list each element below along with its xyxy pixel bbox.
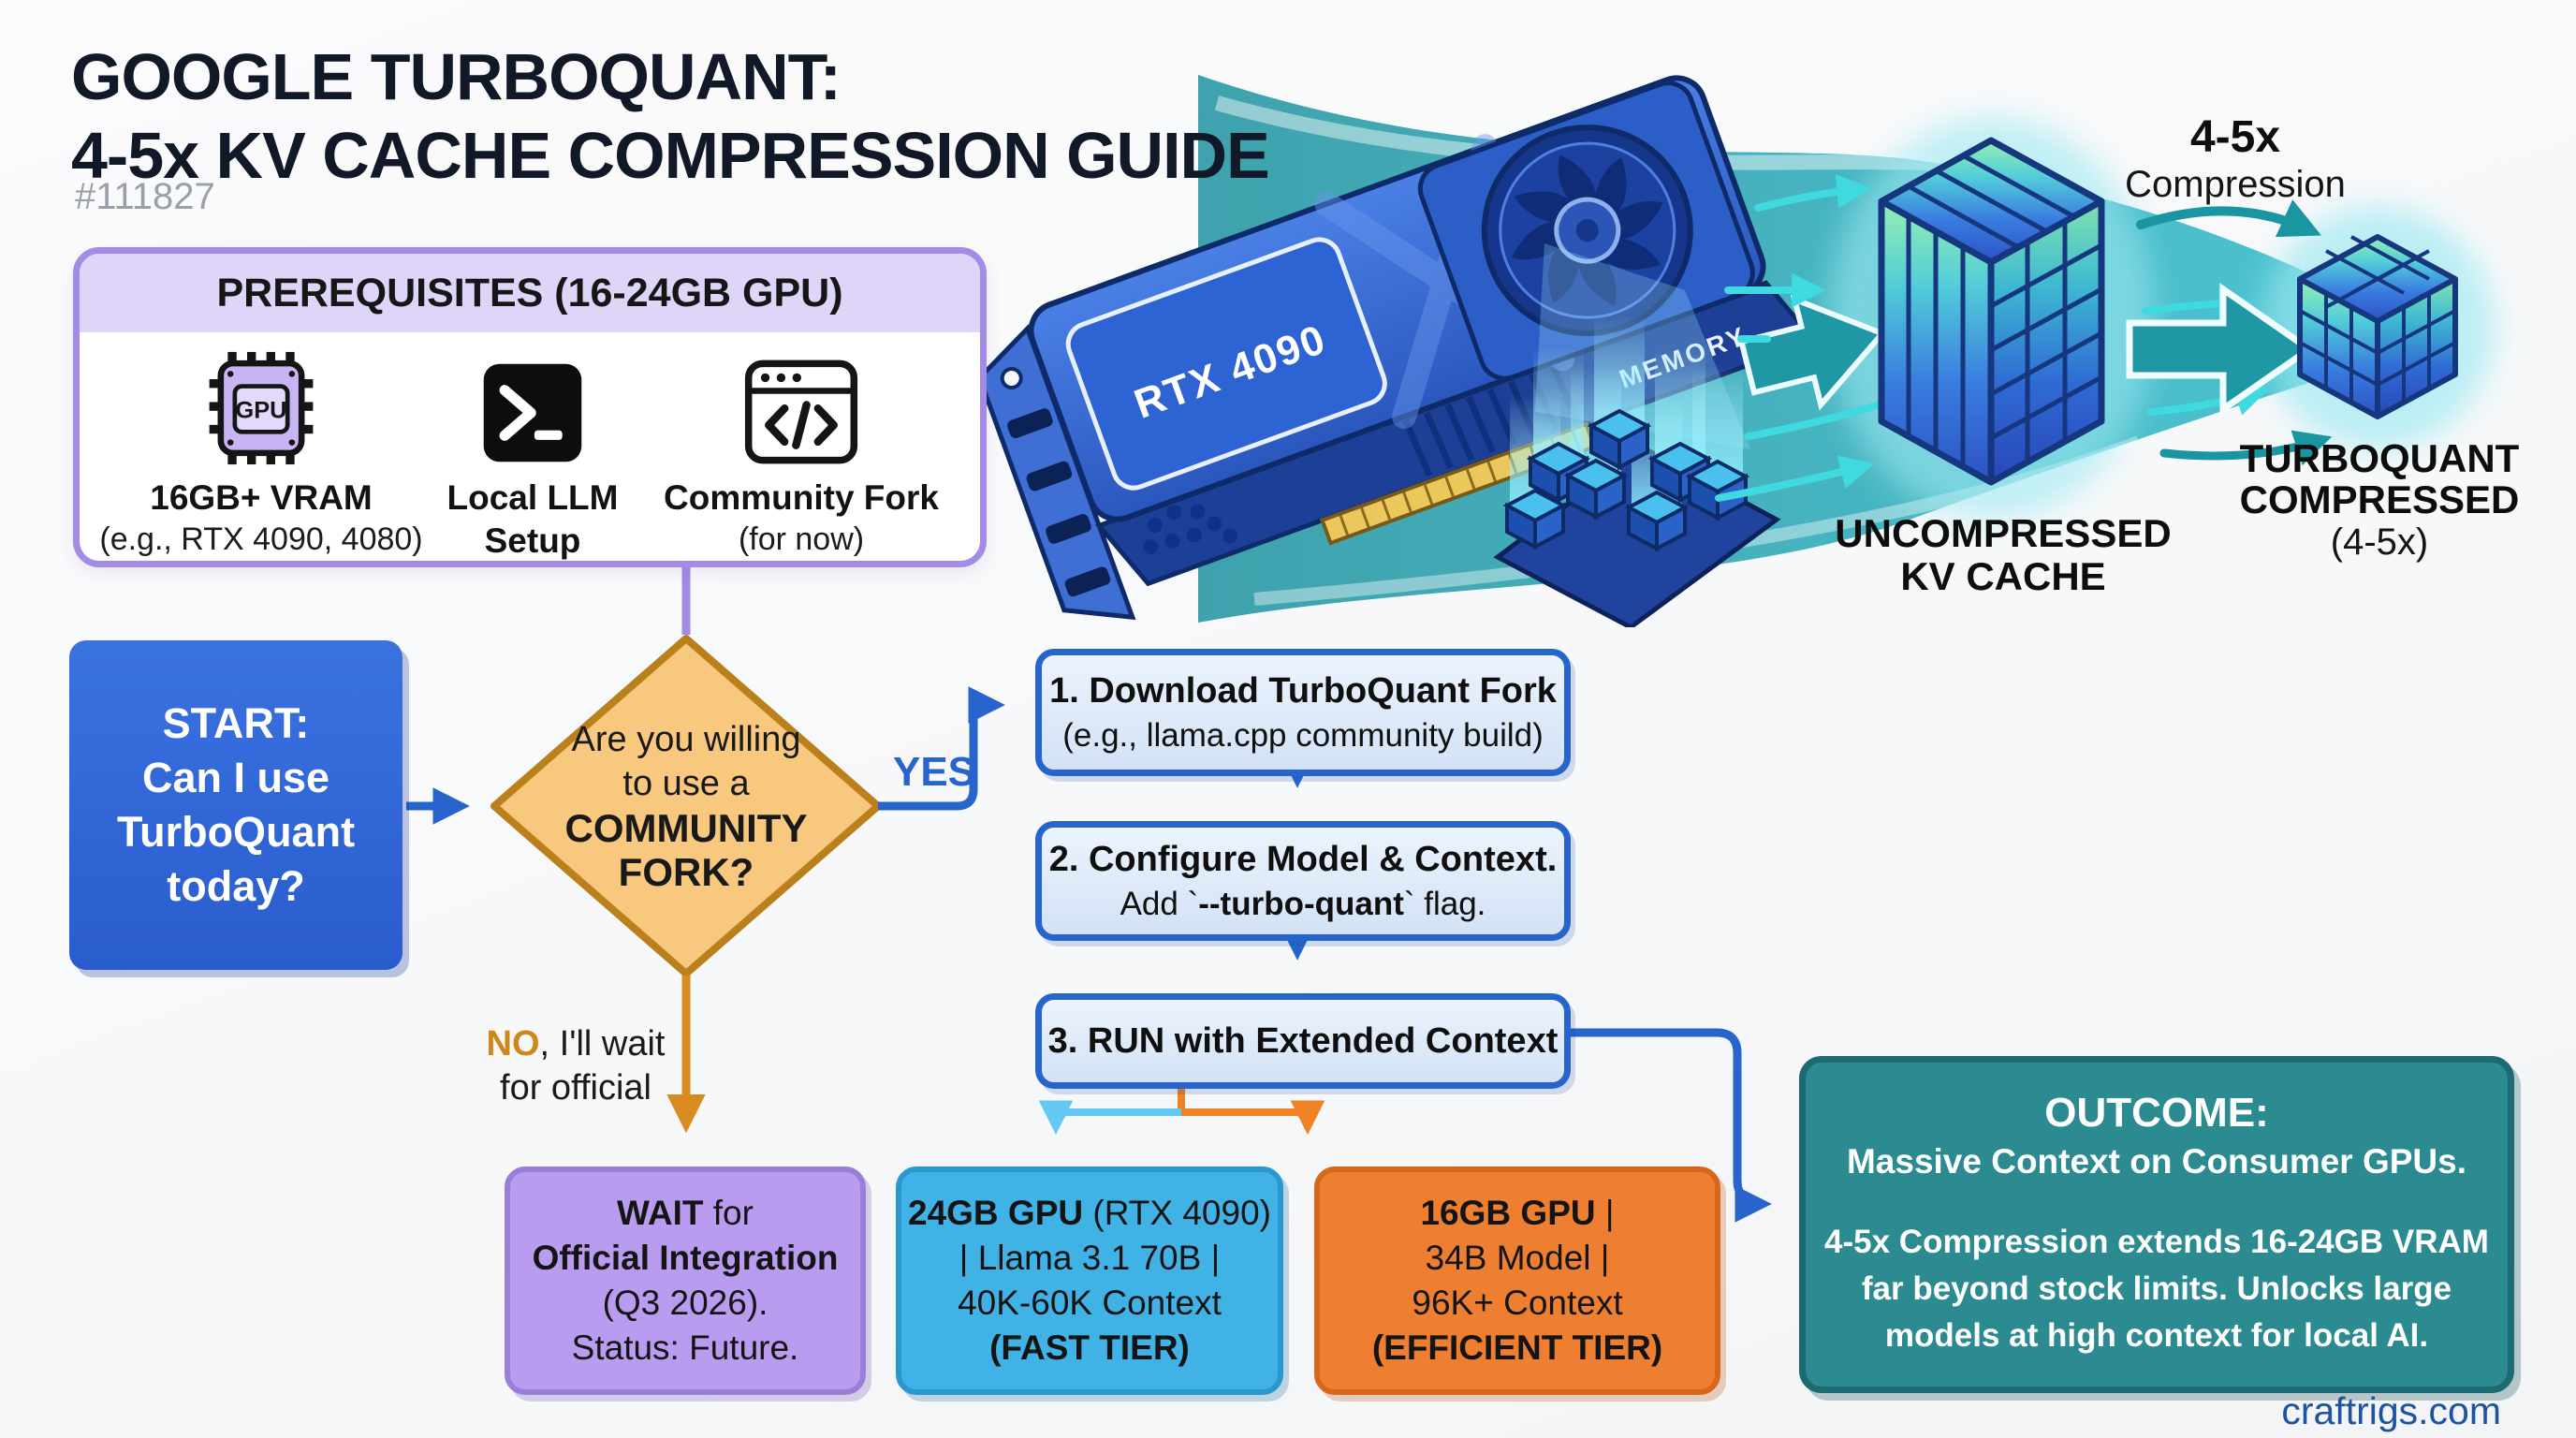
outcome-body-line2: far beyond stock limits. Unlocks large [1861, 1270, 2452, 1307]
step2-flag: --turbo-quant [1198, 885, 1404, 922]
flow-arrow-large-left [1737, 294, 1887, 411]
decision-line4: FORK? [618, 850, 754, 894]
fast-line1-bold: 24GB GPU [908, 1194, 1084, 1232]
outcome-body-line3: models at high context for local AI. [1884, 1317, 2429, 1354]
prerequisites-panel: PREREQUISITES (16-24GB GPU) [73, 247, 987, 567]
efficient-line1-rest: | [1595, 1194, 1615, 1232]
prereq-llm-label: Local LLM [446, 478, 619, 517]
code-window-icon [744, 351, 858, 465]
prereq-fork-sublabel: (for now) [738, 521, 865, 557]
gpu-fan [1417, 81, 1755, 381]
step1-line2: (e.g., llama.cpp community build) [1062, 716, 1544, 754]
wait-line4: Status: Future. [571, 1328, 799, 1367]
arrow-step3-to-fast-tier [1038, 1100, 1181, 1136]
uncompressed-label-line2: KV CACHE [1900, 554, 2105, 598]
efficient-line2: 34B Model | [1425, 1239, 1610, 1277]
site-credit-link[interactable]: craftrigs.com [2281, 1389, 2501, 1432]
title-tag: #111827 [75, 176, 215, 217]
start-line3: TurboQuant [116, 808, 356, 856]
step2-node: 2. Configure Model & Context. Add `--tur… [1035, 821, 1571, 941]
prereq-item-llm-setup: Local LLM Setup [402, 351, 664, 561]
decision-diamond [490, 635, 882, 977]
gpu-name-panel [1065, 237, 1387, 491]
uncompressed-label-line1: UNCOMPRESSED [1835, 511, 2171, 555]
title-line-2: 4-5x KV CACHE COMPRESSION GUIDE [71, 119, 1270, 192]
prereq-item-community-fork: Community Fork (for now) [664, 351, 939, 561]
gpu-chip-icon-text: GPU [236, 397, 287, 423]
gpu-chip-icon: GPU [206, 351, 316, 465]
compression-multiplier: 4-5x [2190, 112, 2280, 162]
start-node: START: Can I use TurboQuant today? [69, 640, 402, 970]
compressed-cube [2297, 234, 2458, 419]
no-label-line2: for official [500, 1068, 651, 1108]
step3-line1: 3. RUN with Extended Context [1047, 1020, 1559, 1061]
arrow-step3-to-efficient-tier [1181, 1100, 1325, 1136]
start-line4: today? [167, 862, 305, 910]
fast-line1-rest: (RTX 4090) [1083, 1194, 1271, 1232]
start-line1: START: [162, 699, 310, 747]
fast-tier-node: 24GB GPU (RTX 4090) | Llama 3.1 70B | 40… [896, 1167, 1283, 1395]
prerequisites-title: PREREQUISITES (16-24GB GPU) [80, 254, 980, 332]
compression-illustration: RTX 4090 MEMORY [976, 75, 2520, 627]
compression-caption: Compression [2125, 164, 2346, 205]
terminal-icon [480, 351, 585, 465]
prereq-llm-sublabel: Setup [484, 521, 581, 560]
step3-node: 3. RUN with Extended Context [1035, 993, 1571, 1089]
efficient-line4: (EFFICIENT TIER) [1371, 1328, 1663, 1367]
wait-line1-rest: for [703, 1194, 754, 1232]
no-branch-label: NO, I'll wait for official [449, 1022, 702, 1110]
start-line2: Can I use [141, 754, 330, 801]
step2-line2: Add `--turbo-quant` flag. [1120, 886, 1486, 923]
yes-branch-label: YES [892, 749, 976, 795]
wait-line3: (Q3 2026). [602, 1284, 768, 1322]
wait-node: WAIT for Official Integration (Q3 2026).… [505, 1167, 866, 1395]
prereq-vram-sublabel: (e.g., RTX 4090, 4080) [99, 521, 423, 557]
decision-text: Are you willing to use a COMMUNITY FORK? [499, 661, 873, 951]
uncompressed-kv-cache-block [1878, 137, 2105, 486]
decision-line2: to use a [622, 764, 750, 803]
step2-line1: 2. Configure Model & Context. [1048, 839, 1558, 879]
wait-line1-bold: WAIT [617, 1194, 704, 1232]
compressed-label-line2: COMPRESSED [2240, 477, 2520, 521]
gpu-vent-honeycomb [1143, 504, 1238, 555]
memory-chips [1502, 315, 1750, 552]
compressed-label-line1: TURBOQUANT [2240, 436, 2520, 480]
arrow-step3-to-outcome [1556, 1028, 1772, 1223]
decision-line1: Are you willing [571, 720, 801, 759]
step1-node: 1. Download TurboQuant Fork (e.g., llama… [1035, 649, 1571, 776]
efficient-line1-bold: 16GB GPU [1420, 1194, 1596, 1232]
page-title: GOOGLE TURBOQUANT: 4-5x KV CACHE COMPRES… [71, 37, 1270, 195]
outcome-subtitle: Massive Context on Consumer GPUs. [1846, 1142, 2467, 1181]
fast-line2: | Llama 3.1 70B | [959, 1239, 1221, 1277]
no-label-bold: NO [486, 1024, 540, 1064]
prereq-fork-label: Community Fork [664, 478, 939, 517]
no-label-rest: , I'll wait [539, 1024, 666, 1064]
fast-line4: (FAST TIER) [989, 1328, 1190, 1367]
wait-line2: Official Integration [532, 1239, 839, 1277]
step2-flag-prefix: Add ` [1120, 885, 1199, 922]
efficient-tier-node: 16GB GPU | 34B Model | 96K+ Context (EFF… [1314, 1167, 1720, 1395]
outcome-title: OUTCOME: [2044, 1090, 2269, 1136]
title-line-1: GOOGLE TURBOQUANT: [71, 40, 842, 113]
prereq-vram-label: 16GB+ VRAM [150, 478, 373, 517]
arrow-yes-to-step1 [878, 686, 1005, 811]
memory-module-illustration [1493, 315, 1781, 627]
outcome-node: OUTCOME: Massive Context on Consumer GPU… [1799, 1056, 2514, 1393]
flow-arrow-large-center [2126, 283, 2316, 416]
step2-flag-suffix: ` flag. [1403, 885, 1486, 922]
prereq-item-vram: GPU 16GB+ VRAM (e.g., RTX 4090, 4080) [99, 351, 423, 561]
step1-line1: 1. Download TurboQuant Fork [1049, 670, 1557, 711]
efficient-line3: 96K+ Context [1412, 1284, 1623, 1322]
decision-line3: COMMUNITY [564, 806, 808, 850]
gpu-bracket [976, 324, 1136, 621]
compressed-label-line3: (4-5x) [2331, 521, 2428, 563]
fast-line3: 40K-60K Context [958, 1284, 1222, 1322]
outcome-body-line1: 4-5x Compression extends 16-24GB VRAM [1824, 1224, 2489, 1260]
